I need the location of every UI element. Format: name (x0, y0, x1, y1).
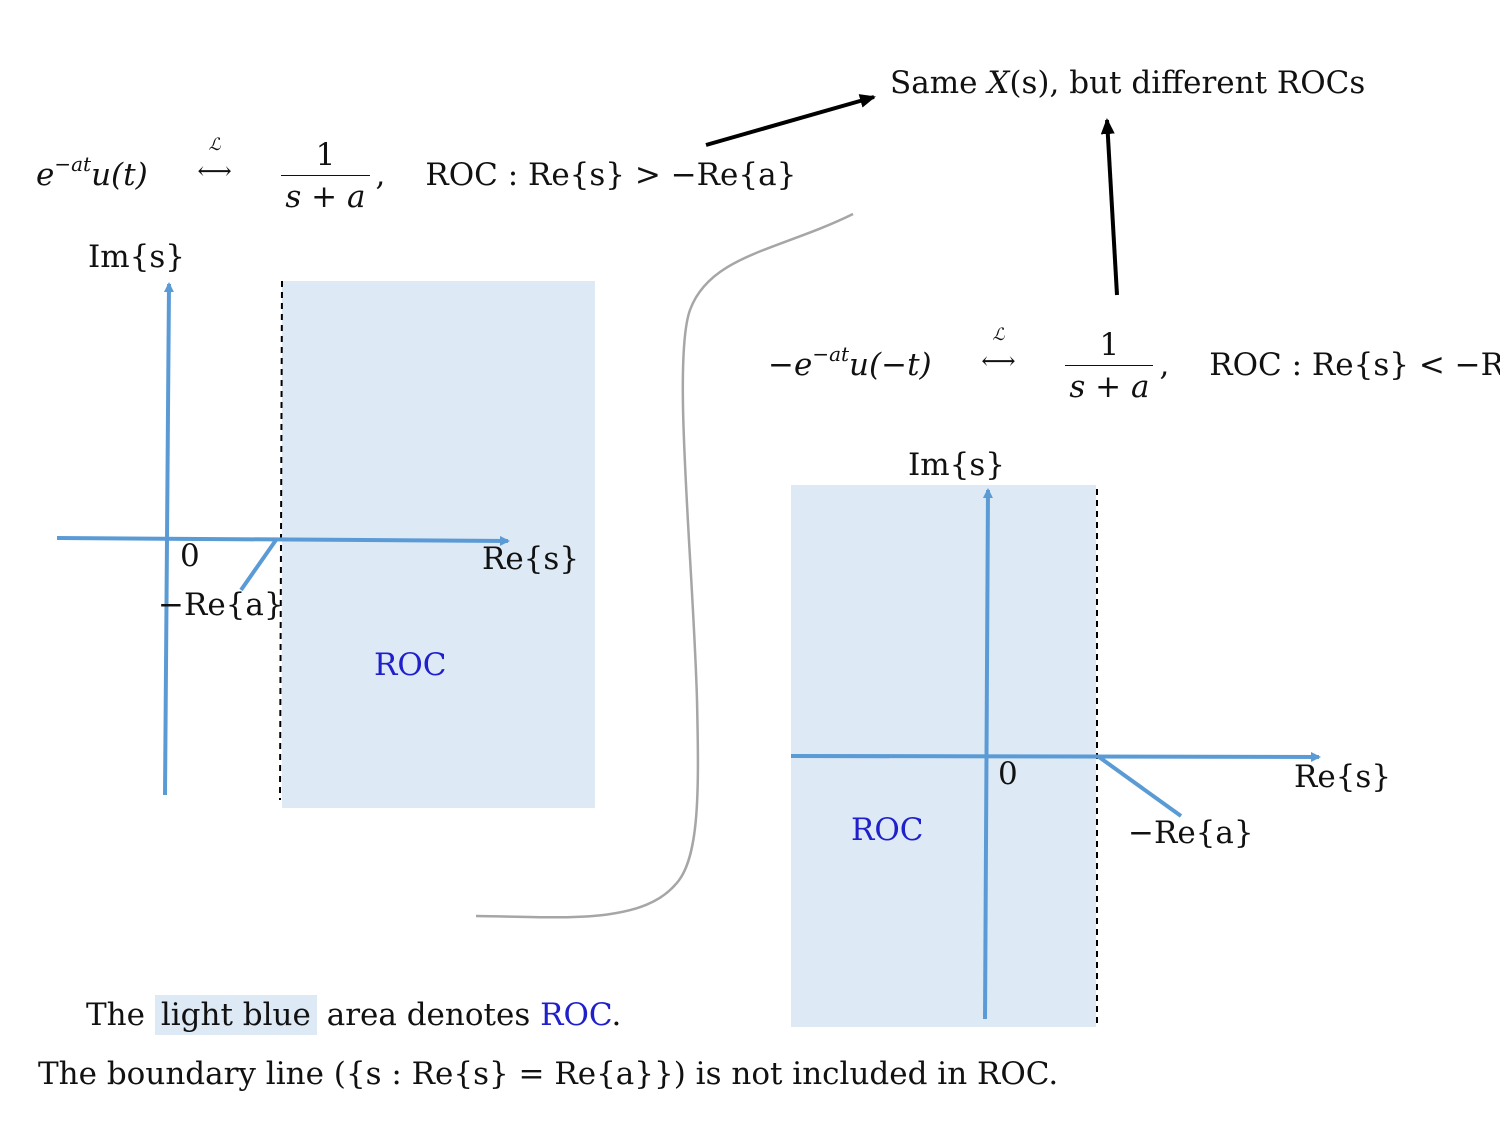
eq1-numerator: 1 (315, 137, 336, 173)
eq2-laplace-operator: ℒ⟷ (970, 327, 1028, 375)
left-roc-label: ROC (374, 647, 447, 683)
left-re-label: Re{s} (482, 541, 580, 577)
eq1-laplace-symbol: ℒ (208, 135, 221, 155)
eq1-laplace-operator: ℒ⟷ (186, 137, 244, 185)
eq1-lhs-base: e (36, 157, 55, 193)
eq2-numerator: 1 (1099, 327, 1120, 363)
caption-legend-mid: area denotes (316, 997, 541, 1033)
caption-legend-post: . (611, 997, 622, 1033)
left-boundary-pointer (239, 538, 278, 592)
left-boundary-label: −Re{a} (158, 587, 284, 623)
eq1-lhs-exponent: −at (54, 152, 92, 176)
right-re-axis (790, 751, 1321, 762)
equation-anticausal: −e−atu(−t) ℒ⟷ 1s + a, ROC : Re{s} < −Re{a… (768, 327, 1500, 403)
callout-text: Same X(s), but different ROCs (890, 68, 1365, 99)
eq1-lhs-rest: u(t) (91, 157, 148, 193)
callout-arrow-right (1100, 118, 1119, 296)
eq1-double-arrow: ⟷ (197, 157, 232, 185)
left-origin-label: 0 (180, 538, 200, 574)
left-boundary-line (279, 280, 283, 801)
left-re-axis (56, 535, 510, 546)
caption-legend-pre: The (86, 997, 155, 1033)
caption-legend-highlight: light blue (154, 995, 317, 1035)
eq2-lhs-exponent: −at (812, 342, 850, 366)
eq2-comma: , (1159, 347, 1170, 383)
eq1-denominator: s + a (281, 175, 370, 213)
right-origin-label: 0 (998, 756, 1018, 792)
eq2-double-arrow: ⟷ (981, 347, 1016, 375)
right-im-label: Im{s} (908, 447, 1005, 483)
eq2-lhs-rest: u(−t) (849, 347, 932, 383)
callout-arg: (s) (1009, 65, 1050, 101)
callout-arrow-left (705, 94, 876, 147)
right-boundary-label: −Re{a} (1128, 815, 1254, 851)
left-roc-region (282, 281, 595, 808)
eq1-comma: , (375, 157, 386, 193)
eq2-laplace-symbol: ℒ (992, 325, 1005, 345)
eq2-roc: ROC : Re{s} < −Re{a} (1209, 347, 1500, 383)
caption-legend: The light blue area denotes ROC. (86, 995, 622, 1035)
eq2-denominator: s + a (1065, 365, 1154, 403)
caption-legend-roc: ROC (540, 997, 612, 1033)
right-boundary-pointer (1097, 755, 1183, 818)
left-im-label: Im{s} (88, 239, 185, 275)
callout-post: , but different ROCs (1049, 65, 1366, 101)
connector-curve (475, 212, 854, 919)
caption-boundary-note: The boundary line ({s : Re{s} = Re{a}}) … (38, 1056, 1059, 1092)
callout-x: X (987, 65, 1010, 101)
right-re-label: Re{s} (1294, 759, 1392, 795)
eq1-roc: ROC : Re{s} > −Re{a} (425, 157, 797, 193)
eq2-lhs-base: −e (768, 347, 813, 383)
callout-pre: Same (890, 65, 988, 101)
right-roc-label: ROC (851, 812, 924, 848)
